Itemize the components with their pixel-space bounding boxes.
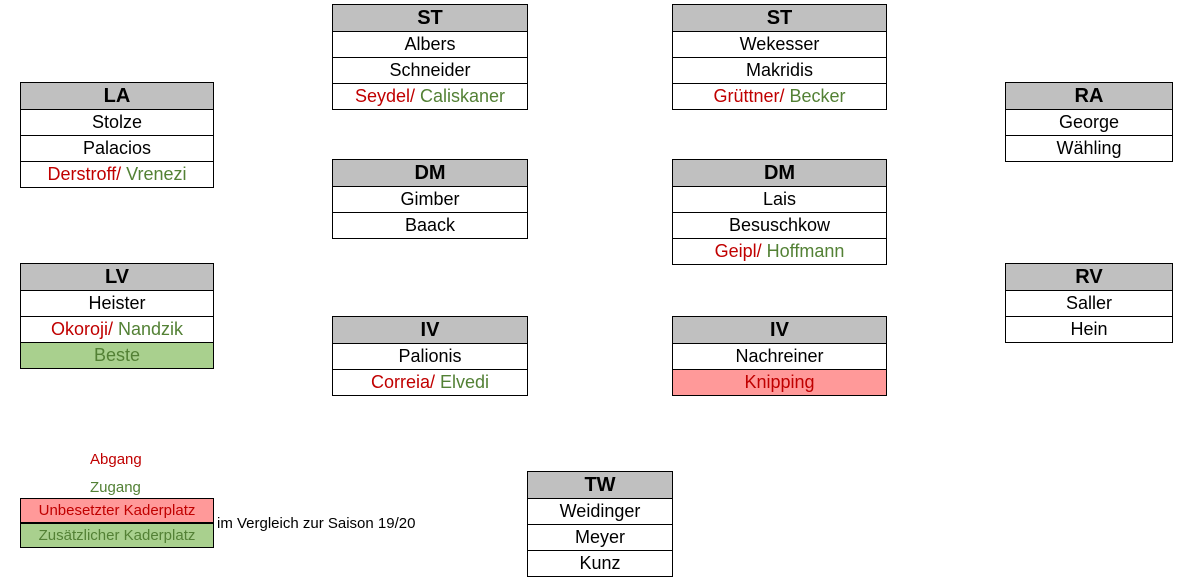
abgang-player: Geipl bbox=[714, 241, 757, 261]
separator: / bbox=[756, 241, 767, 261]
abgang-player: Okoroji bbox=[50, 319, 108, 339]
legend-abgang: Abgang bbox=[90, 451, 142, 468]
legend-note: im Vergleich zur Saison 19/20 bbox=[217, 515, 416, 532]
zugang-player: Elvedi bbox=[440, 372, 490, 392]
legend-zugang: Zugang bbox=[90, 479, 141, 496]
position-label: RV bbox=[1006, 264, 1172, 291]
position-label: ST bbox=[333, 5, 527, 32]
position-box-la: LA Stolze Palacios Derstroff/ Vrenezi bbox=[20, 82, 214, 188]
separator: / bbox=[107, 319, 118, 339]
player-cell: Nachreiner bbox=[673, 344, 886, 370]
position-label: ST bbox=[673, 5, 886, 32]
position-label: IV bbox=[673, 317, 886, 344]
player-cell: Hein bbox=[1070, 319, 1108, 339]
abgang-player: Correia bbox=[370, 372, 430, 392]
transfer-cell: Derstroff/ Vrenezi bbox=[21, 162, 213, 187]
zugang-player: Nandzik bbox=[118, 319, 184, 339]
position-box-iv-right: IV Nachreiner Knipping bbox=[672, 316, 887, 396]
player-cell: Besuschkow bbox=[673, 213, 886, 239]
position-box-st-right: ST Wekesser Makridis Grüttner/ Becker bbox=[672, 4, 887, 110]
zugang-player: Vrenezi bbox=[126, 164, 187, 184]
separator: / bbox=[429, 372, 440, 392]
position-box-rv: RV Saller Hein bbox=[1005, 263, 1173, 343]
position-label: LV bbox=[21, 264, 213, 291]
legend-unbesetzt: Unbesetzter Kaderplatz bbox=[20, 498, 214, 523]
player-cell: Gimber bbox=[333, 187, 527, 213]
separator: / bbox=[409, 86, 420, 106]
position-label: IV bbox=[333, 317, 527, 344]
zugang-player: Becker bbox=[789, 86, 846, 106]
position-box-iv-left: IV Palionis Correia/ Elvedi bbox=[332, 316, 528, 396]
player-cell: Schneider bbox=[333, 58, 527, 84]
position-box-tw: TW Weidinger Meyer Kunz bbox=[527, 471, 673, 577]
position-box-st-left: ST Albers Schneider Seydel/ Caliskaner bbox=[332, 4, 528, 110]
position-box-ra: RA George Wähling bbox=[1005, 82, 1173, 162]
player-cell: Wekesser bbox=[673, 32, 886, 58]
player-cell: Makridis bbox=[673, 58, 886, 84]
legend-zusaetzlich: Zusätzlicher Kaderplatz bbox=[20, 523, 214, 548]
position-box-dm-left: DM Gimber Baack bbox=[332, 159, 528, 239]
player-cell: Meyer bbox=[528, 525, 672, 551]
abgang-player: Derstroff bbox=[47, 164, 117, 184]
transfer-cell: Grüttner/ Becker bbox=[673, 84, 886, 109]
player-cell: Wähling bbox=[1056, 138, 1122, 158]
position-label: RA bbox=[1006, 83, 1172, 110]
player-cell: George bbox=[1006, 110, 1172, 136]
player-cell: Kunz bbox=[579, 553, 621, 573]
separator: / bbox=[779, 86, 790, 106]
abgang-player: Seydel bbox=[354, 86, 410, 106]
transfer-cell: Geipl/ Hoffmann bbox=[673, 239, 886, 264]
player-cell: Stolze bbox=[21, 110, 213, 136]
zugang-player: Caliskaner bbox=[420, 86, 506, 106]
transfer-cell: Seydel/ Caliskaner bbox=[333, 84, 527, 109]
player-cell: Saller bbox=[1006, 291, 1172, 317]
position-label: DM bbox=[333, 160, 527, 187]
player-cell: Albers bbox=[333, 32, 527, 58]
separator: / bbox=[116, 164, 127, 184]
vacant-player-cell: Knipping bbox=[673, 370, 886, 395]
player-cell: Lais bbox=[673, 187, 886, 213]
position-label: DM bbox=[673, 160, 886, 187]
position-label: TW bbox=[528, 472, 672, 499]
player-cell: Weidinger bbox=[528, 499, 672, 525]
position-label: LA bbox=[21, 83, 213, 110]
player-cell: Palionis bbox=[333, 344, 527, 370]
position-box-dm-right: DM Lais Besuschkow Geipl/ Hoffmann bbox=[672, 159, 887, 265]
transfer-cell: Okoroji/ Nandzik bbox=[21, 317, 213, 343]
additional-player-cell: Beste bbox=[21, 343, 213, 368]
transfer-cell: Correia/ Elvedi bbox=[333, 370, 527, 395]
abgang-player: Grüttner bbox=[713, 86, 780, 106]
zugang-player: Hoffmann bbox=[766, 241, 845, 261]
position-box-lv: LV Heister Okoroji/ Nandzik Beste bbox=[20, 263, 214, 369]
player-cell: Palacios bbox=[21, 136, 213, 162]
player-cell: Baack bbox=[404, 215, 456, 235]
player-cell: Heister bbox=[21, 291, 213, 317]
